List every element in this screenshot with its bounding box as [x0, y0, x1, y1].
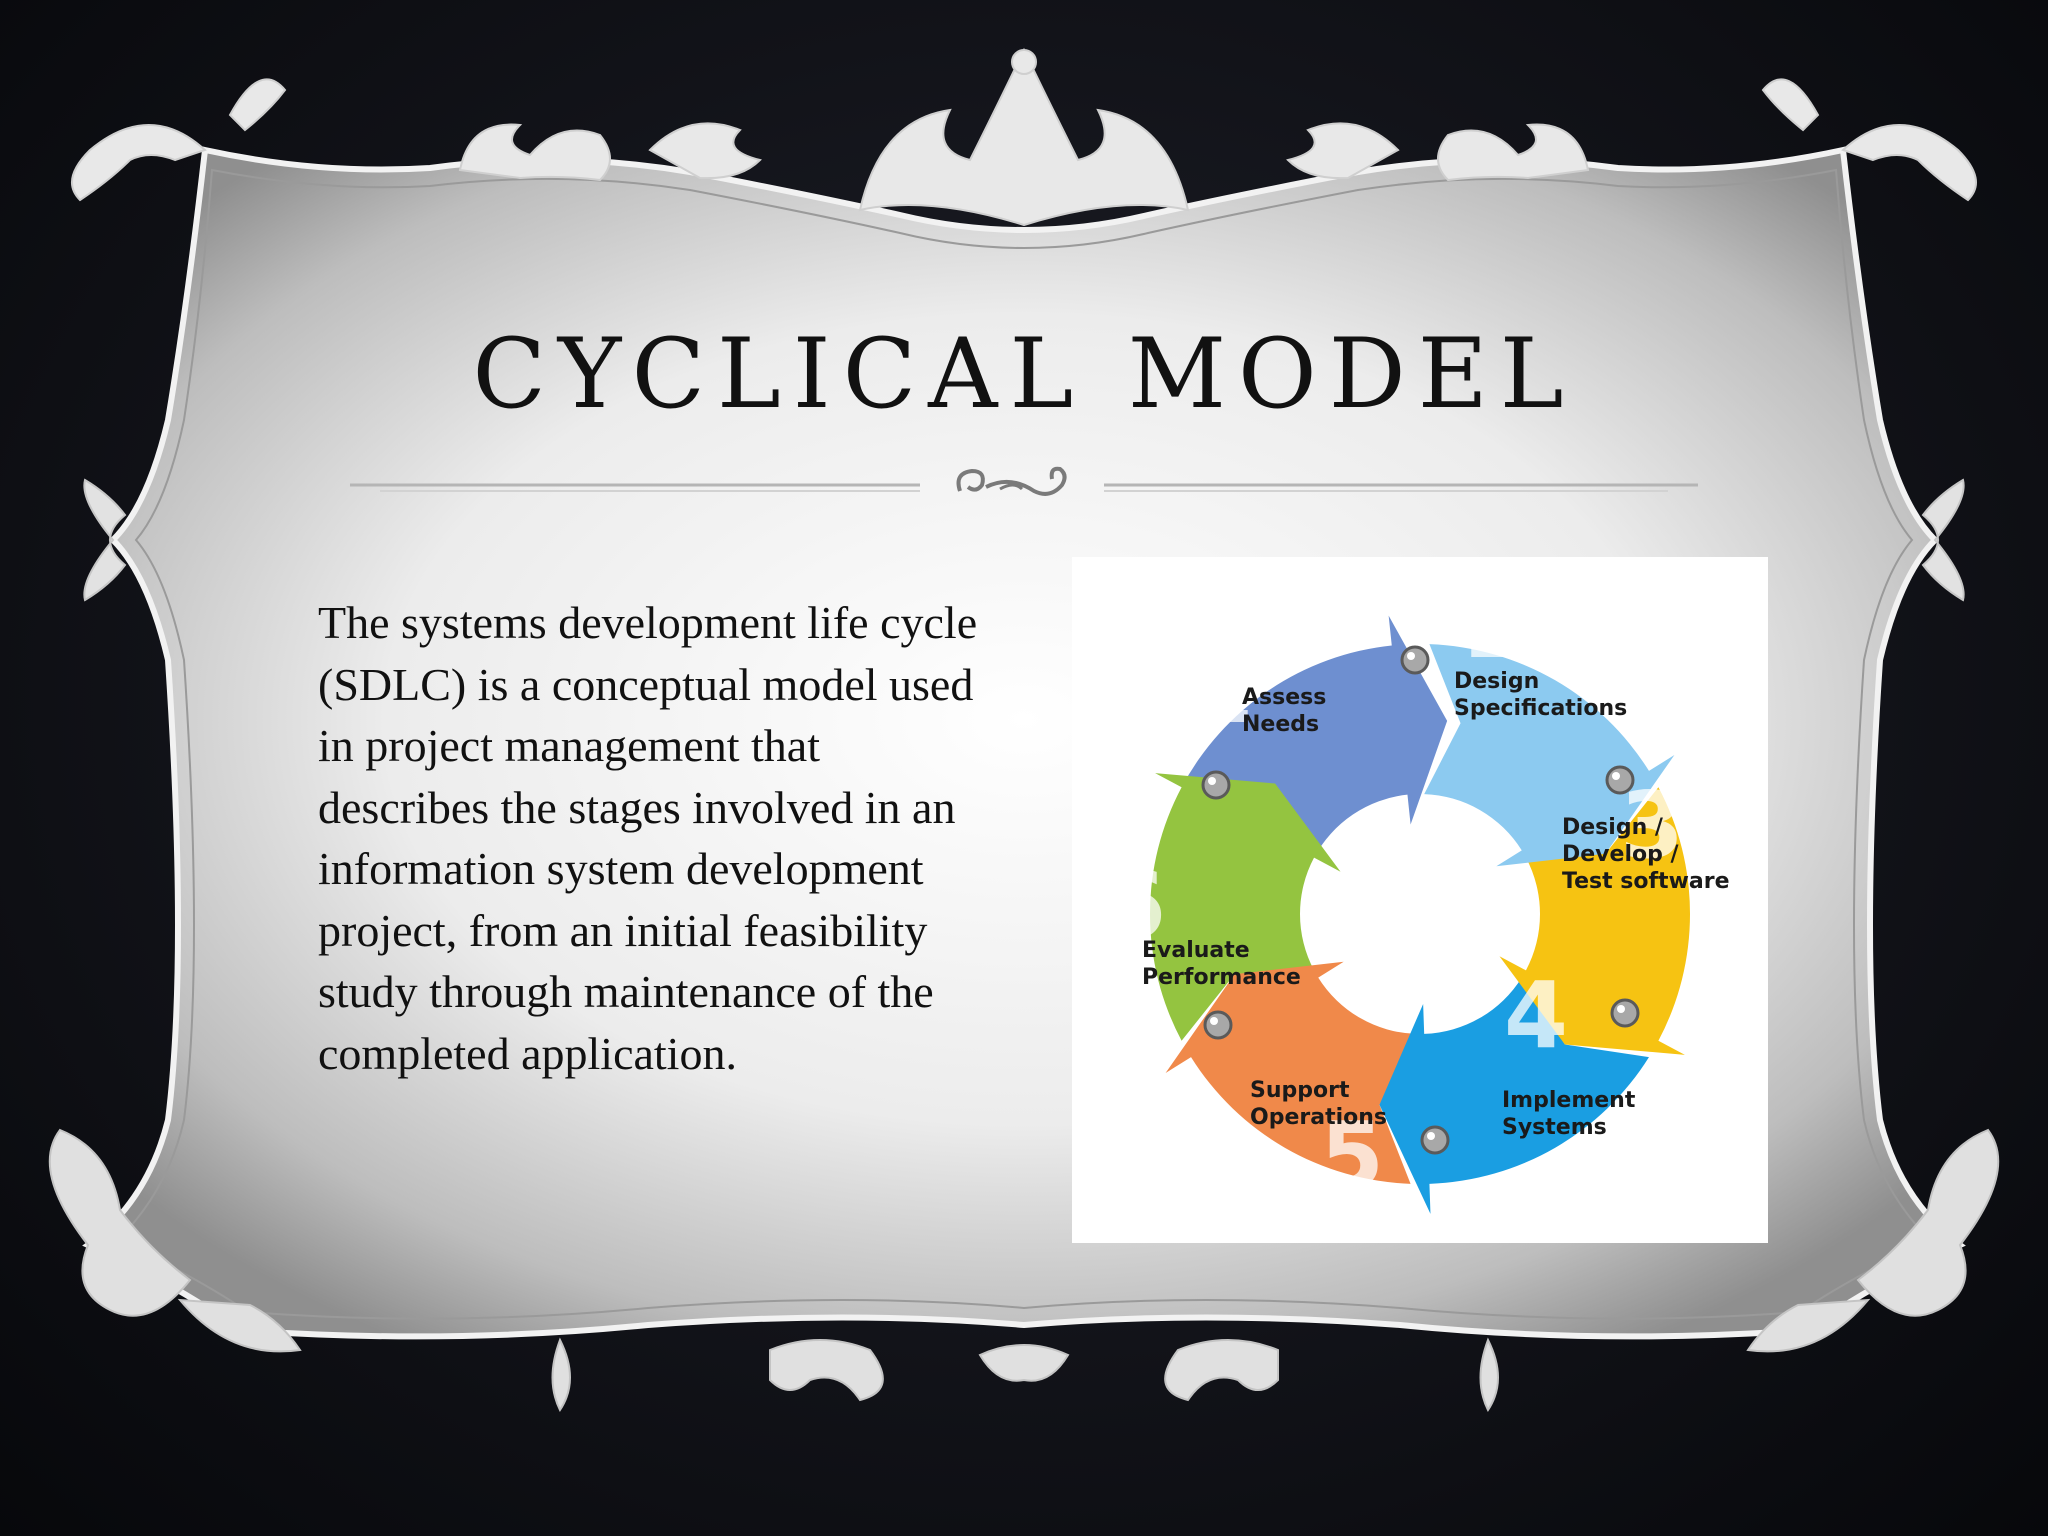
rivet-icon	[1203, 1010, 1233, 1040]
cycle-arrow-stage-4	[1379, 977, 1649, 1214]
stage-label-line: Test software	[1562, 869, 1730, 894]
stage-number-1: 1	[1190, 637, 1254, 744]
rivet-icon	[1400, 645, 1430, 675]
stage-label-line: Design /	[1562, 815, 1664, 840]
stage-label-line: Needs	[1242, 712, 1319, 737]
rivet-highlight	[1208, 777, 1216, 785]
rivet-highlight	[1210, 1017, 1218, 1025]
stage-label-3: Design /Develop /Test software	[1562, 815, 1730, 894]
rivet-highlight	[1407, 652, 1415, 660]
stage-number-4: 4	[1504, 962, 1568, 1069]
stage-label-line: Support	[1250, 1078, 1350, 1103]
stage-label-line: Systems	[1502, 1115, 1607, 1140]
cycle-arrow-stage-3	[1499, 787, 1690, 1055]
stage-label-line: Evaluate	[1142, 938, 1250, 963]
bottom-ornament	[48, 1128, 2000, 1412]
rivet-highlight	[1427, 1132, 1435, 1140]
stage-number-5: 5	[1320, 1102, 1384, 1209]
stage-label-line: Performance	[1142, 965, 1301, 990]
cycle-arrow-stage-2	[1424, 644, 1675, 867]
stage-number-6: 6	[1102, 852, 1166, 959]
slide-title: CYCLICAL MODEL	[472, 318, 1576, 430]
stage-label-line: Implement	[1502, 1088, 1636, 1113]
rivet-icon	[1605, 765, 1635, 795]
rivet-icon	[1610, 998, 1640, 1028]
stage-label-line: Specifications	[1454, 696, 1627, 721]
slide-body-text: The systems development life cycle (SDLC…	[318, 597, 978, 1079]
cycle-arrow-stage-1	[1181, 615, 1448, 858]
stage-number-2: 2	[1464, 572, 1528, 679]
flourish-icon	[956, 466, 1067, 496]
stage-label-line: Operations	[1250, 1105, 1387, 1130]
stage-label-line: Assess	[1242, 685, 1326, 710]
stage-label-line: Develop /	[1562, 842, 1680, 867]
rivet-icon	[1201, 770, 1231, 800]
stage-number-3: 3	[1620, 772, 1684, 879]
side-ornament	[83, 478, 1965, 602]
rivet-icon	[1420, 1125, 1450, 1155]
top-ornament	[71, 47, 1977, 227]
stage-label-line: Design	[1454, 669, 1539, 694]
rivet-highlight	[1612, 772, 1620, 780]
cycle-arrow-stage-6	[1150, 773, 1341, 1041]
title-divider	[350, 466, 1698, 496]
rivet-highlight	[1617, 1005, 1625, 1013]
